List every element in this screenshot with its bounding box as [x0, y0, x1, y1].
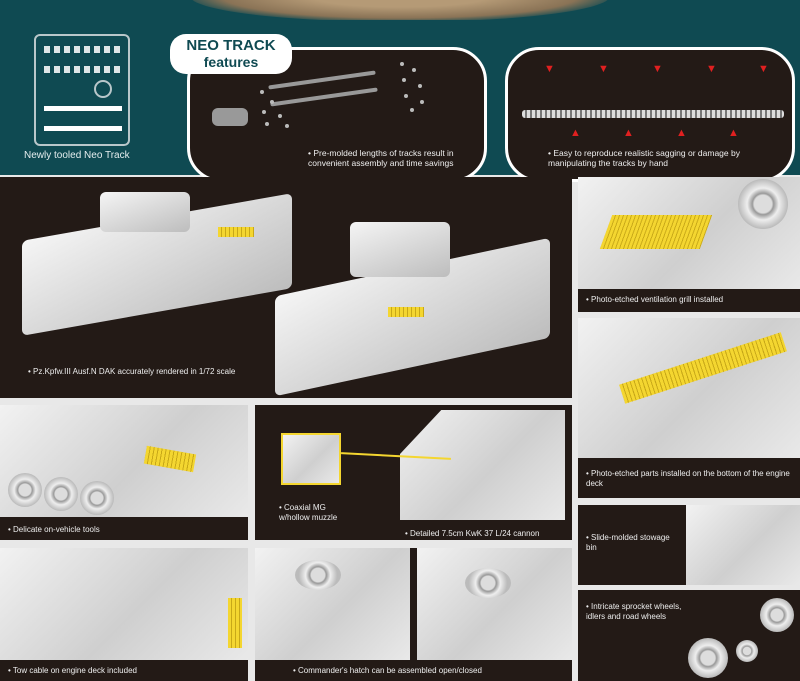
caption-sprocket: Intricate sprocket wheels, idlers and ro… [586, 602, 686, 622]
arrow-up-icon: ▲ [623, 127, 634, 139]
sprue-label: Newly tooled Neo Track [24, 150, 130, 161]
arrow-down-icon: ▼ [652, 63, 663, 75]
sprue-illustration [34, 34, 130, 146]
panel-tow-cable: Tow cable on engine deck included [0, 548, 248, 681]
badge-subtitle: features [203, 54, 259, 70]
feature-panel-sagging: ▼ ▼ ▼ ▼ ▼ ▲ ▲ ▲ ▲ • Easy to reproduce re… [505, 47, 795, 182]
caption-hatch: Commander's hatch can be assembled open/… [293, 666, 482, 676]
turret-render [350, 222, 450, 277]
panel-hatch: Commander's hatch can be assembled open/… [255, 548, 572, 681]
arrow-down-icon: ▼ [758, 63, 769, 75]
track-illustration [522, 110, 784, 118]
arrow-up-icon: ▲ [676, 127, 687, 139]
caption-coax: Coaxial MG w/hollow muzzle [279, 503, 339, 523]
caption-stowage: Slide-molded stowage bin [586, 533, 681, 553]
coax-mg-inset [281, 433, 341, 485]
neo-track-banner: Newly tooled Neo Track NEO TRACK feature… [0, 20, 800, 182]
panel-wheels: Intricate sprocket wheels, idlers and ro… [578, 590, 800, 681]
feature-text: Easy to reproduce realistic sagging or d… [548, 148, 740, 168]
caption-tow: Tow cable on engine deck included [8, 666, 137, 676]
neo-track-badge: NEO TRACK features [170, 34, 292, 74]
feature-caption-tracks: • Pre-molded lengths of tracks result in… [308, 148, 454, 168]
panel-cannon: Coaxial MG w/hollow muzzle Detailed 7.5c… [255, 405, 572, 540]
badge-title: NEO TRACK [186, 37, 276, 54]
feature-caption-sagging: • Easy to reproduce realistic sagging or… [548, 148, 740, 168]
track-link-image [212, 108, 248, 126]
caption-cannon: Detailed 7.5cm KwK 37 L/24 cannon [405, 529, 539, 539]
feature-text: Pre-molded lengths of tracks result in c… [308, 148, 454, 168]
turret-render [100, 192, 190, 232]
arrow-down-icon: ▼ [544, 63, 555, 75]
caption-vent: Photo-etched ventilation grill installed [586, 295, 723, 305]
caption-tools: Delicate on-vehicle tools [8, 525, 100, 535]
caption-main: Pz.Kpfw.III Ausf.N DAK accurately render… [28, 367, 235, 377]
panel-main-render: Pz.Kpfw.III Ausf.N DAK accurately render… [0, 177, 572, 398]
panel-stowage: Slide-molded stowage bin [578, 505, 800, 585]
arrow-down-icon: ▼ [598, 63, 609, 75]
panel-engine-deck: Photo-etched parts installed on the bott… [578, 318, 800, 498]
panel-vent-grill: Photo-etched ventilation grill installed [578, 177, 800, 312]
arrow-down-icon: ▼ [706, 63, 717, 75]
arrow-up-icon: ▲ [570, 127, 581, 139]
arrow-up-icon: ▲ [728, 127, 739, 139]
panel-tools: Delicate on-vehicle tools [0, 405, 248, 540]
caption-engine-deck: Photo-etched parts installed on the bott… [586, 469, 796, 489]
